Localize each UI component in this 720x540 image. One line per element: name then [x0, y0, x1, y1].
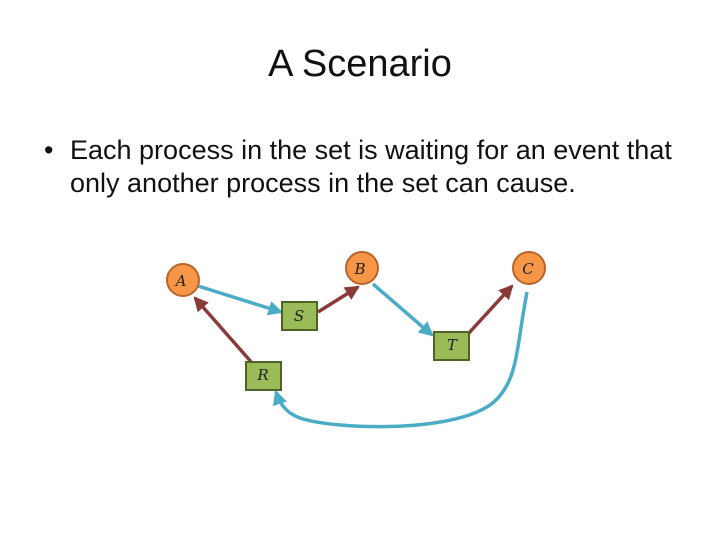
edge-b-to-t — [371, 282, 434, 337]
edge-c-to-r — [272, 291, 529, 429]
resource-node-t: T — [433, 331, 470, 361]
resource-label-r: R — [256, 366, 268, 384]
edge-r-to-a — [193, 296, 255, 366]
process-node-a: A — [166, 263, 200, 297]
edge-t-to-c — [466, 284, 514, 336]
resource-node-r: R — [245, 361, 282, 391]
process-label-c: C — [522, 260, 534, 278]
resource-label-t: T — [447, 336, 458, 354]
process-label-a: A — [174, 272, 187, 290]
process-node-c: C — [512, 251, 546, 285]
resource-node-s: S — [281, 301, 318, 331]
process-label-b: B — [353, 260, 365, 278]
bullet-text: Each process in the set is waiting for a… — [70, 135, 672, 198]
bullet-dot: • — [44, 135, 54, 165]
process-node-b: B — [345, 251, 379, 285]
bullet-item: • Each process in the set is waiting for… — [44, 134, 704, 200]
edge-s-to-b — [317, 285, 360, 314]
edge-a-to-s — [197, 284, 284, 316]
resource-label-s: S — [294, 307, 304, 325]
slide-title: A Scenario — [268, 43, 452, 85]
